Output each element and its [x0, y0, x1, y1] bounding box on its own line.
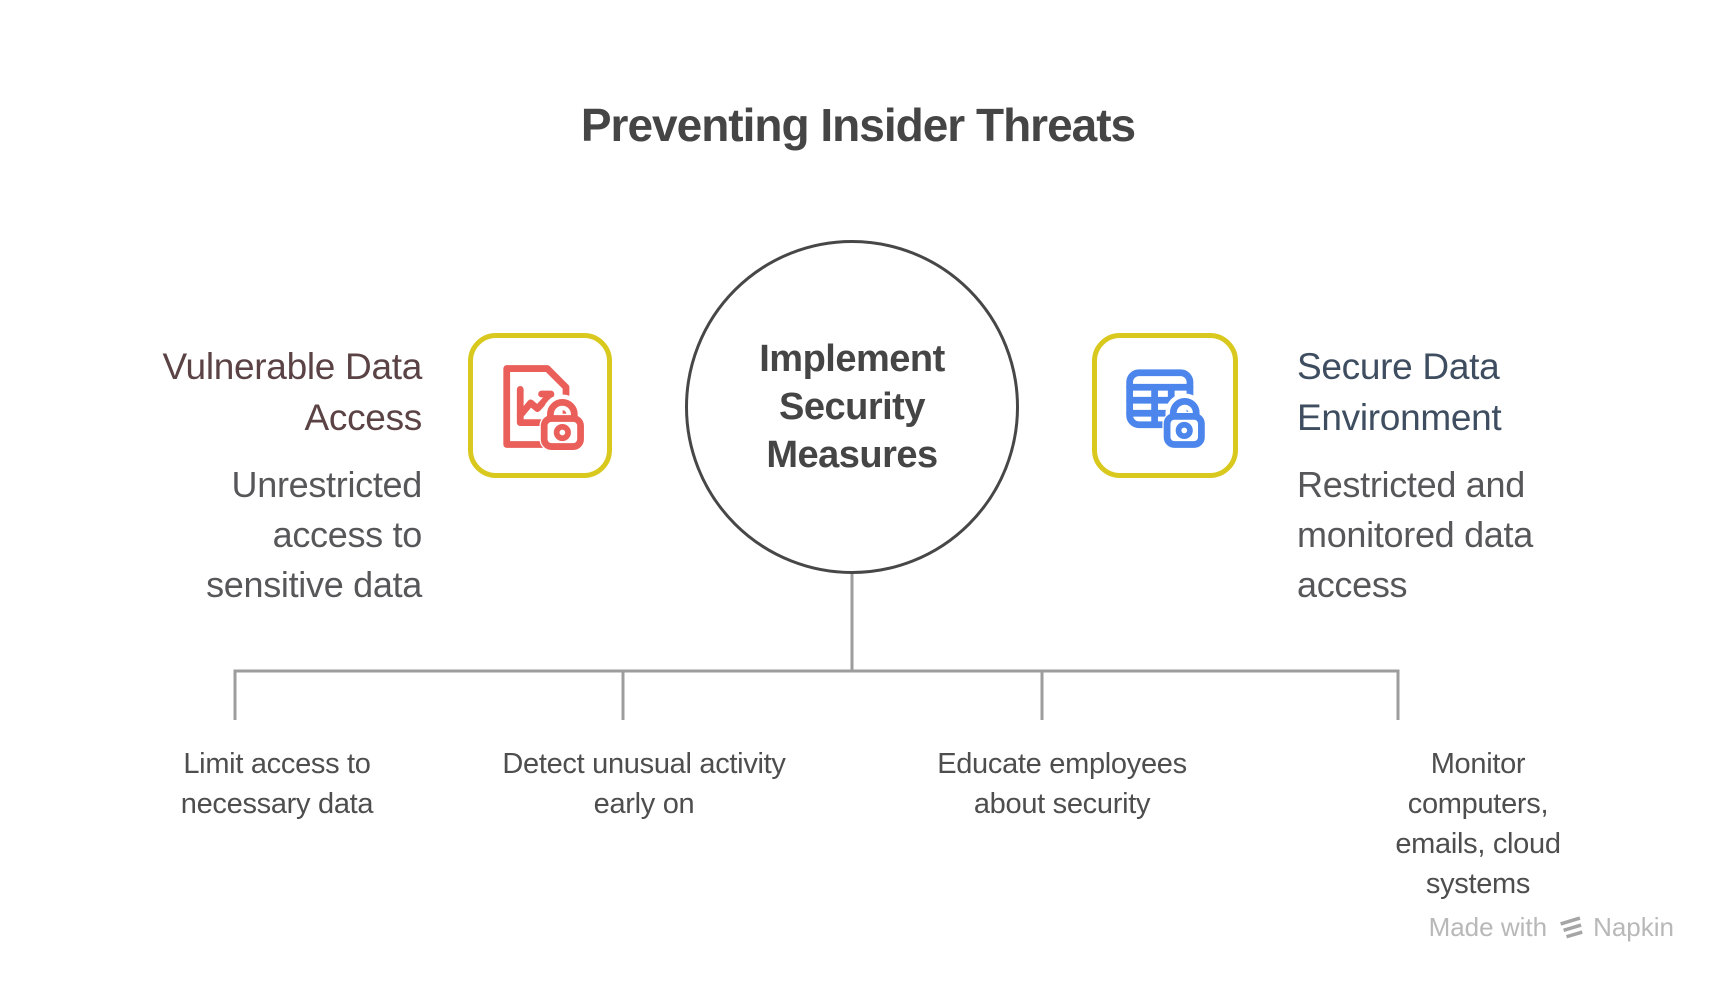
secure-data-item: Secure Data Environment Restricted and m… — [1297, 341, 1677, 610]
vulnerable-data-description: Unrestricted access to sensitive data — [96, 460, 422, 610]
secure-data-icon-card — [1092, 333, 1238, 478]
branch-label-detect-activity: Detect unusual activity early on — [502, 744, 786, 824]
branch-label-line: necessary data — [180, 788, 374, 820]
central-node-label-line: Measures — [766, 434, 938, 476]
central-node-label-line: Security — [779, 386, 925, 428]
branch-label-monitor-systems: Monitor computers, emails, cloud systems — [1359, 744, 1597, 904]
table-lock-icon — [1126, 368, 1207, 449]
branch-label-line: early on — [593, 788, 695, 820]
description-line: sensitive data — [206, 564, 422, 605]
heading-line: Vulnerable Data — [162, 346, 423, 387]
diagram-title: Preventing Insider Threats — [580, 99, 1136, 151]
heading-line: Environment — [1297, 397, 1502, 438]
watermark-brand: Napkin — [1593, 912, 1674, 942]
central-node-label: Implement Security Measures — [759, 335, 945, 479]
branch-label-line: Detect unusual activity — [502, 748, 786, 780]
branch-label-line: Educate employees — [937, 748, 1187, 780]
description-line: monitored data — [1297, 514, 1533, 555]
description-line: Unrestricted — [231, 464, 423, 505]
description-line: access to — [272, 514, 423, 555]
heading-line: Secure Data — [1297, 346, 1500, 387]
napkin-logo-icon — [1560, 915, 1583, 938]
vulnerable-data-item: Vulnerable Data Access Unrestricted acce… — [96, 341, 423, 610]
branch-label-line: about security — [973, 788, 1151, 820]
secure-data-description: Restricted and monitored data access — [1297, 460, 1677, 610]
central-node-circle: Implement Security Measures — [685, 240, 1019, 574]
description-line: Restricted and — [1297, 464, 1525, 505]
watermark-prefix: Made with — [1428, 912, 1548, 942]
document-chart-lock-icon — [503, 364, 586, 451]
napkin-watermark: Made with Napkin — [1429, 912, 1674, 943]
vulnerable-data-heading: Vulnerable Data Access — [96, 341, 423, 443]
heading-line: Access — [304, 397, 423, 438]
branch-label-line: Limit access to — [183, 748, 371, 780]
branch-label-line: Monitor computers, — [1407, 748, 1549, 820]
branch-label-educate-employees: Educate employees about security — [937, 744, 1187, 824]
branch-label-limit-access: Limit access to necessary data — [180, 744, 374, 824]
branch-label-line: emails, cloud systems — [1395, 828, 1561, 900]
secure-data-heading: Secure Data Environment — [1297, 341, 1677, 443]
central-node-label-line: Implement — [759, 338, 945, 380]
description-line: access — [1297, 564, 1408, 605]
vulnerable-data-icon-card — [468, 333, 612, 478]
